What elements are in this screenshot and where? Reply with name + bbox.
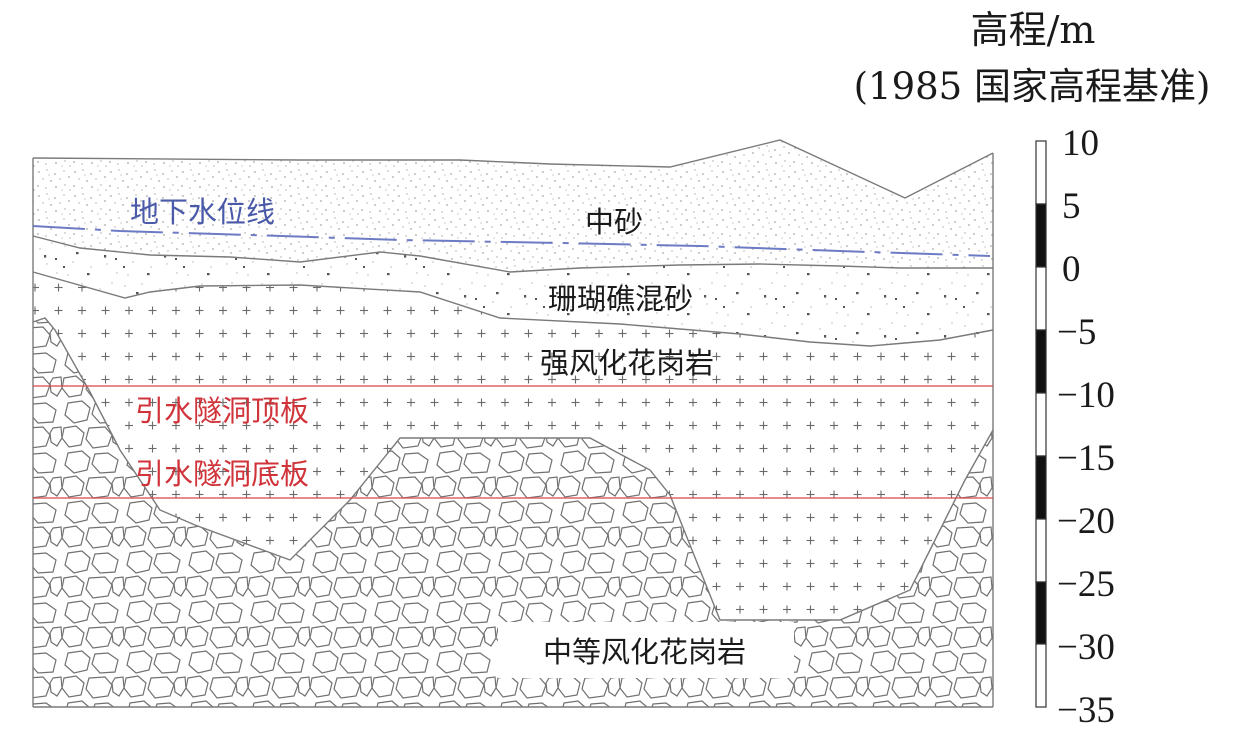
strong-granite-layer bbox=[33, 272, 993, 620]
elevation-scale-bar bbox=[1035, 140, 1047, 708]
tick-label: −5 bbox=[1057, 312, 1096, 353]
tick-label: −10 bbox=[1057, 375, 1115, 416]
tick-label: −25 bbox=[1057, 564, 1115, 605]
medium-sand-label: 中砂 bbox=[585, 205, 643, 239]
medium-sand-layer bbox=[33, 140, 993, 272]
coral-sand-label: 珊瑚礁混砂 bbox=[548, 282, 693, 316]
groundwater-label: 地下水位线 bbox=[130, 195, 275, 229]
tunnel-bottom-label: 引水隧洞底板 bbox=[135, 457, 309, 491]
moderate-granite-label: 中等风化花岗岩 bbox=[543, 635, 746, 669]
groundwater-line bbox=[32, 225, 991, 257]
tick-label: 5 bbox=[1062, 186, 1081, 227]
elevation-ticks: 10 5 0 −5 −10 −15 −20 −25 −30 −35 bbox=[1057, 123, 1115, 731]
strong-granite-label: 强风化花岗岩 bbox=[540, 346, 714, 380]
weathering-boundary bbox=[32, 317, 994, 621]
ground-surface-line bbox=[32, 139, 994, 199]
coral-granite-boundary bbox=[32, 271, 994, 347]
tick-label: −15 bbox=[1057, 438, 1115, 479]
tick-label: 10 bbox=[1062, 123, 1099, 164]
tick-label: −20 bbox=[1057, 501, 1115, 542]
tick-label: 0 bbox=[1062, 249, 1081, 290]
tick-label: −35 bbox=[1057, 690, 1115, 731]
tunnel-top-label: 引水隧洞顶板 bbox=[135, 394, 309, 428]
axis-title-line2: (1985 国家高程基准) bbox=[854, 65, 1211, 108]
coral-sand-layer bbox=[33, 236, 993, 346]
tick-label: −30 bbox=[1057, 627, 1115, 668]
sand-coral-boundary bbox=[32, 235, 993, 273]
moderate-granite-label-backdrop bbox=[498, 622, 794, 678]
axis-title-line1: 高程/m bbox=[971, 8, 1096, 52]
